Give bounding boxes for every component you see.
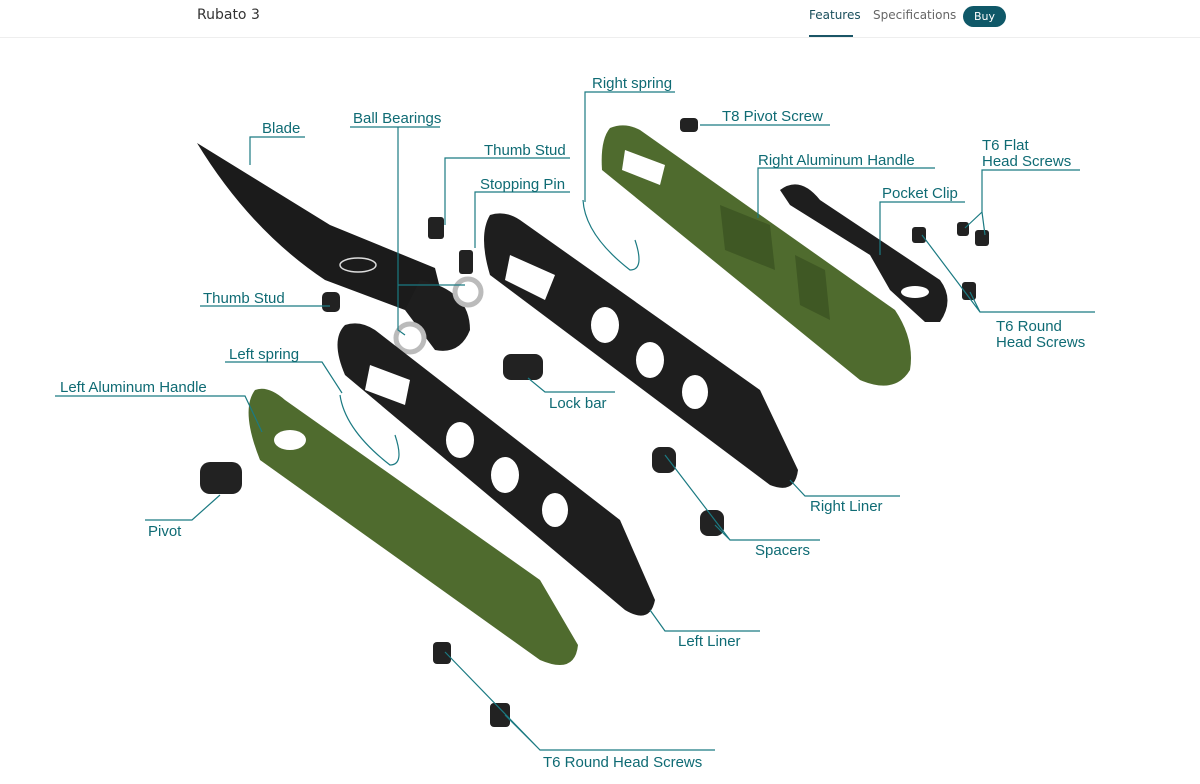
label-t8-pivot-screw: T8 Pivot Screw (722, 108, 823, 125)
label-blade: Blade (262, 120, 300, 137)
label-left-aluminum-handle: Left Aluminum Handle (60, 379, 207, 396)
label-right-liner: Right Liner (810, 498, 883, 515)
label-t6-flat-head-screws-1: T6 Flat (982, 137, 1030, 154)
label-lock-bar: Lock bar (549, 395, 607, 412)
tab-features[interactable]: Features (809, 8, 861, 22)
label-thumb-stud-top: Thumb Stud (484, 142, 566, 159)
buy-button[interactable]: Buy (963, 6, 1006, 27)
left-liner-graphic (337, 323, 655, 616)
label-t6-round-right-2: Head Screws (996, 334, 1085, 351)
product-title: Rubato 3 (197, 7, 260, 23)
active-tab-indicator (809, 35, 853, 37)
leader-lines (55, 91, 1095, 751)
pocket-clip-graphic (780, 184, 948, 322)
label-t6-round-bottom: T6 Round Head Screws (543, 754, 702, 771)
label-pivot: Pivot (148, 523, 182, 540)
left-handle-graphic (248, 388, 579, 665)
right-liner-graphic (484, 213, 798, 488)
top-nav-bar: Rubato 3 Features Specifications Buy (0, 0, 1200, 38)
label-t6-round-right-1: T6 Round (996, 318, 1062, 335)
label-left-spring: Left spring (229, 346, 299, 363)
label-right-aluminum-handle: Right Aluminum Handle (758, 152, 915, 169)
ball-bearings-graphic (393, 276, 484, 355)
label-thumb-stud-left: Thumb Stud (203, 290, 285, 307)
label-stopping-pin: Stopping Pin (480, 176, 565, 193)
screws-graphic (200, 118, 989, 727)
label-left-liner: Left Liner (678, 633, 741, 650)
label-pocket-clip: Pocket Clip (882, 185, 958, 202)
springs-graphic (339, 199, 640, 466)
tab-specifications[interactable]: Specifications (873, 8, 957, 22)
blade-graphic (197, 143, 470, 351)
label-t6-flat-head-screws-2: Head Screws (982, 153, 1071, 170)
right-handle-graphic (601, 125, 911, 386)
label-spacers: Spacers (755, 542, 810, 559)
exploded-knife-diagram: Blade Ball Bearings Thumb Stud Stopping … (55, 75, 1095, 771)
label-ball-bearings: Ball Bearings (353, 110, 441, 127)
label-right-spring: Right spring (592, 75, 672, 92)
